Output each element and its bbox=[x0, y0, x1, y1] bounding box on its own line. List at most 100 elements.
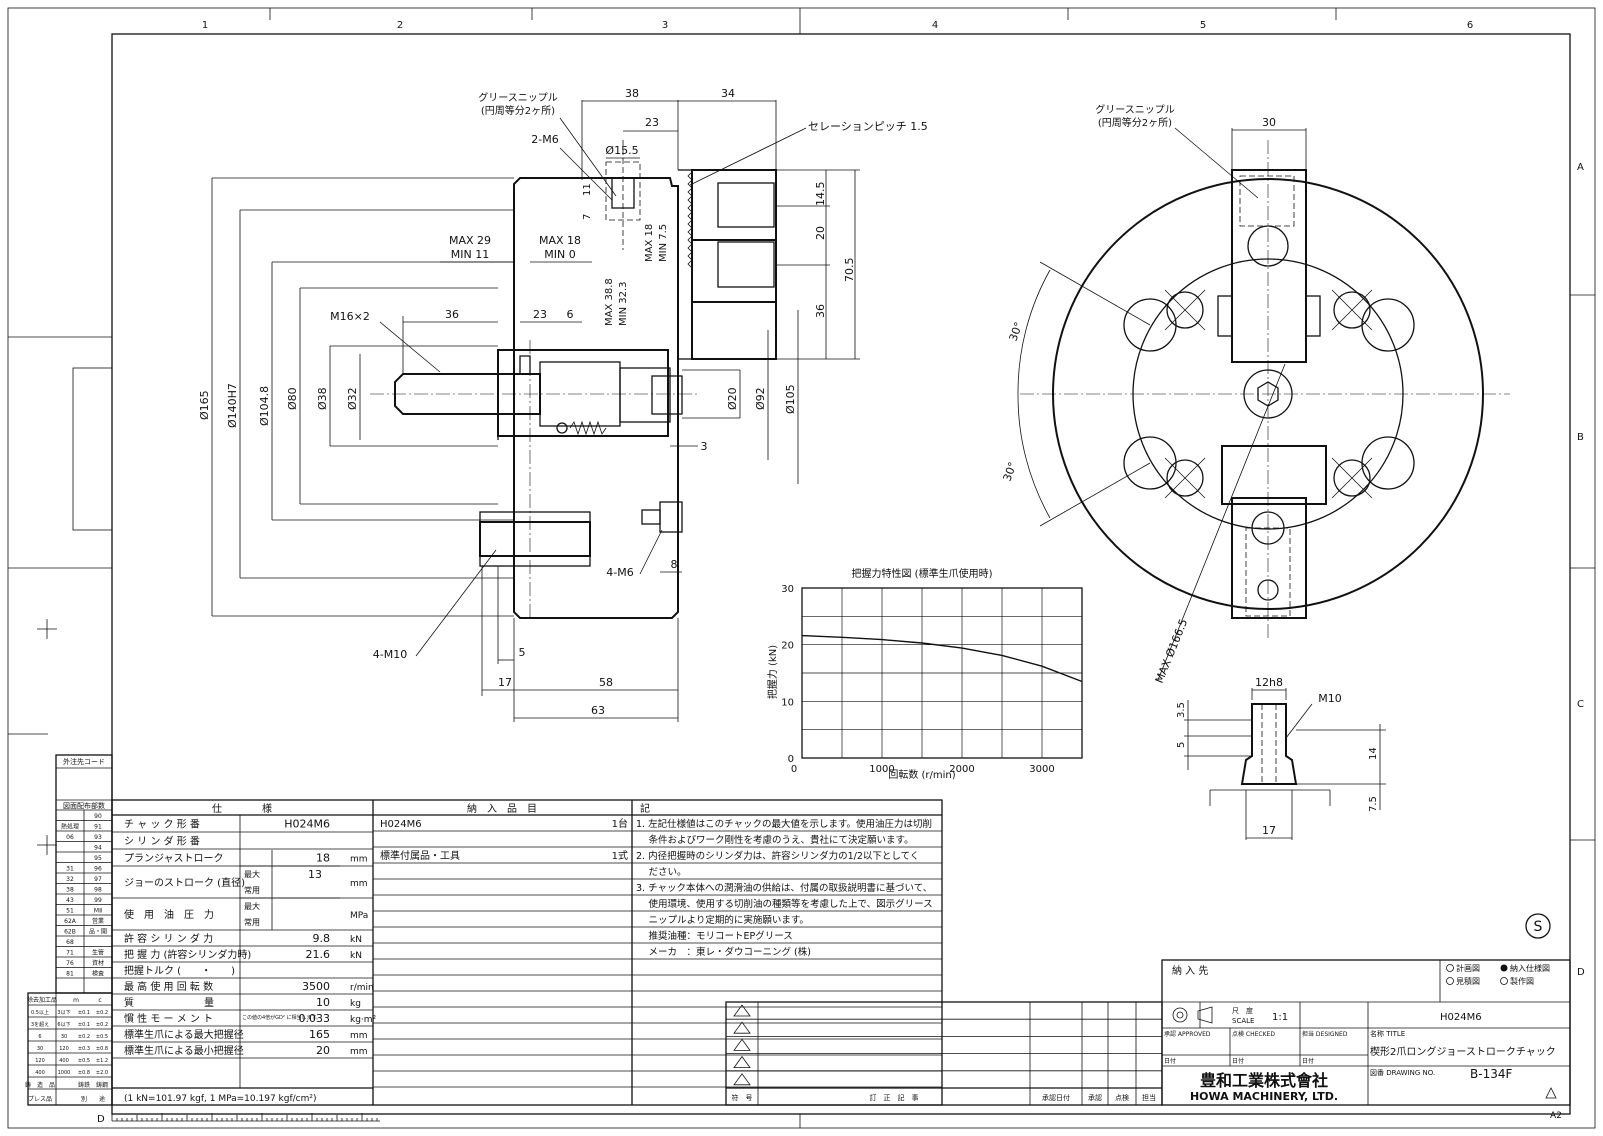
spec-row-value: 0.033 bbox=[299, 1012, 331, 1025]
dim-phi20: Ø20 bbox=[726, 387, 739, 410]
drawing-no-label: 図番 DRAWING NO. bbox=[1370, 1069, 1435, 1077]
dim-max29-b: MIN 11 bbox=[451, 248, 489, 261]
tol-cell: 別 bbox=[81, 1095, 87, 1103]
checked-label: 点検 CHECKED bbox=[1232, 1030, 1275, 1038]
chart-x-tick: 1000 bbox=[869, 764, 894, 775]
spec-row-value: H024M6 bbox=[284, 818, 330, 831]
status-checkboxes: 計画図 納入仕様図 見積図 製作図 bbox=[1446, 963, 1550, 986]
chart-title: 把握力特性図 (標準生爪使用時) bbox=[852, 567, 993, 580]
tol-cell: ±0.2 bbox=[96, 1022, 108, 1028]
dim-phi15-5: Ø15.5 bbox=[605, 144, 638, 157]
approved-label: 承認 APPROVED bbox=[1164, 1030, 1211, 1038]
sheet-border-inner bbox=[111, 33, 1571, 1115]
dim-30: 30 bbox=[1262, 116, 1276, 129]
dim-5-detail: 5 bbox=[1176, 742, 1187, 748]
dim-20: 20 bbox=[814, 226, 827, 240]
strip-code: 生管 bbox=[92, 949, 104, 957]
tol-cell: 鋳鉄 bbox=[78, 1081, 90, 1089]
dim-phi105: Ø105 bbox=[784, 384, 797, 414]
tol-cell: ±0.3 bbox=[78, 1046, 90, 1052]
dim-max18-min7-5-a: MAX 18 bbox=[644, 224, 655, 262]
dim-36a: 36 bbox=[445, 308, 459, 321]
strip-code: 71 bbox=[66, 950, 74, 957]
zone-letter: D bbox=[1577, 967, 1585, 978]
tol-cell: 400 bbox=[59, 1058, 69, 1064]
date-label-1: 日付 bbox=[1164, 1057, 1176, 1065]
spec-row-unit: mm bbox=[350, 855, 368, 865]
strip-code: 94 bbox=[94, 845, 102, 852]
dim-phi104: Ø104.8 bbox=[258, 386, 271, 426]
tol-title: m bbox=[73, 997, 79, 1004]
strip-code: 31 bbox=[66, 866, 74, 873]
delivery-item-name: H024M6 bbox=[380, 819, 422, 830]
dim-23: 23 bbox=[645, 116, 659, 129]
dim-17: 17 bbox=[498, 676, 512, 689]
strip-code: 熱処理 bbox=[61, 823, 79, 831]
rev-col-mark: 符 号 bbox=[732, 1093, 753, 1102]
strip-code: 99 bbox=[94, 897, 102, 904]
chart-grid bbox=[802, 588, 1082, 758]
strip-code: 90 bbox=[94, 813, 102, 820]
dim-max18-a: MAX 18 bbox=[539, 234, 581, 247]
spec-row-unit: kN bbox=[350, 951, 362, 961]
tol-cell: 120 bbox=[35, 1058, 45, 1064]
front-view: 30° 30° 30 グリースニップル (円周等分2ヶ所) MAX Ø166.5 bbox=[1001, 103, 1510, 685]
strip-code: 51 bbox=[66, 908, 74, 915]
spec-row-label: 慣 性 モ ー メ ン ト bbox=[124, 1012, 213, 1025]
tol-cell: ±1.2 bbox=[96, 1058, 108, 1064]
rev-col-person: 担当 bbox=[1142, 1093, 1156, 1102]
company-name-jp: 豊和工業株式會社 bbox=[1200, 1071, 1328, 1090]
chart-x-tick: 0 bbox=[791, 764, 797, 775]
dim-63: 63 bbox=[591, 704, 605, 717]
rev-col-desc: 訂 正 記 事 bbox=[870, 1093, 919, 1102]
spec-row-label: 把握トルク ( ・ ) bbox=[124, 964, 235, 977]
chart-y-tick: 30 bbox=[781, 584, 794, 595]
spec-row-unit: mm bbox=[350, 1047, 368, 1057]
spec-row-label: 質 量 bbox=[124, 996, 214, 1009]
dim-3: 3 bbox=[701, 440, 708, 453]
grease-nipple-sublabel: (円周等分2ヶ所) bbox=[481, 104, 555, 117]
dim-34: 34 bbox=[721, 87, 735, 100]
thread-m10-label: M10 bbox=[1318, 692, 1342, 705]
tap-4m6-label: 4-M6 bbox=[606, 566, 633, 579]
strip-code: 38 bbox=[66, 887, 74, 894]
chart-x-label: 回転数 (r/min) bbox=[888, 768, 955, 781]
dim-phi140: Ø140H7 bbox=[226, 383, 239, 428]
chart-x-tick: 2000 bbox=[949, 764, 974, 775]
tol-cell: 0.5以上 bbox=[31, 1009, 49, 1016]
date-label-2: 日付 bbox=[1232, 1057, 1244, 1065]
tol-cell: プレス品 bbox=[28, 1096, 52, 1103]
front-grease-sublabel: (円周等分2ヶ所) bbox=[1098, 116, 1172, 129]
dim-phi92: Ø92 bbox=[754, 387, 767, 410]
dim-8: 8 bbox=[671, 558, 678, 571]
note-line: ニップルより定期的に実施願います。 bbox=[636, 914, 809, 926]
tol-cell: ±0.5 bbox=[78, 1058, 90, 1064]
spec-row-label: 最 高 使 用 回 転 数 bbox=[124, 980, 213, 993]
bottom-ruler: D bbox=[97, 1113, 380, 1125]
dim-phi80: Ø80 bbox=[286, 387, 299, 410]
strip-code: 資材 bbox=[92, 959, 104, 967]
chart-y-tick: 20 bbox=[781, 641, 794, 652]
tol-cell: 3を超え bbox=[31, 1021, 49, 1028]
zone-numbers: 1 2 3 4 5 6 bbox=[202, 20, 1473, 31]
dim-14-5: 14.5 bbox=[814, 182, 827, 207]
spec-row-label: 把 握 力 (許容シリンダ力時) bbox=[124, 948, 251, 961]
dim-38: 38 bbox=[625, 87, 639, 100]
tol-cell: ±0.1 bbox=[78, 1022, 90, 1028]
spec-row-unit: kg bbox=[350, 999, 361, 1009]
revision-triangle-icon bbox=[733, 1038, 751, 1051]
tol-cell: 途 bbox=[99, 1095, 105, 1103]
strip-code: 62A bbox=[64, 918, 77, 925]
tol-cell: ±0.1 bbox=[78, 1010, 90, 1016]
spec-row-value: 9.8 bbox=[313, 932, 331, 945]
strip-code: 62B bbox=[64, 929, 76, 936]
spec-row-label: ジョーのストローク (直径) bbox=[124, 876, 245, 889]
status-plan: 計画図 bbox=[1456, 963, 1480, 973]
dim-23b: 23 bbox=[533, 308, 547, 321]
angle-30-upper: 30° bbox=[1007, 320, 1026, 343]
status-estimate: 見積図 bbox=[1456, 976, 1480, 986]
zone-number: 6 bbox=[1467, 20, 1473, 31]
